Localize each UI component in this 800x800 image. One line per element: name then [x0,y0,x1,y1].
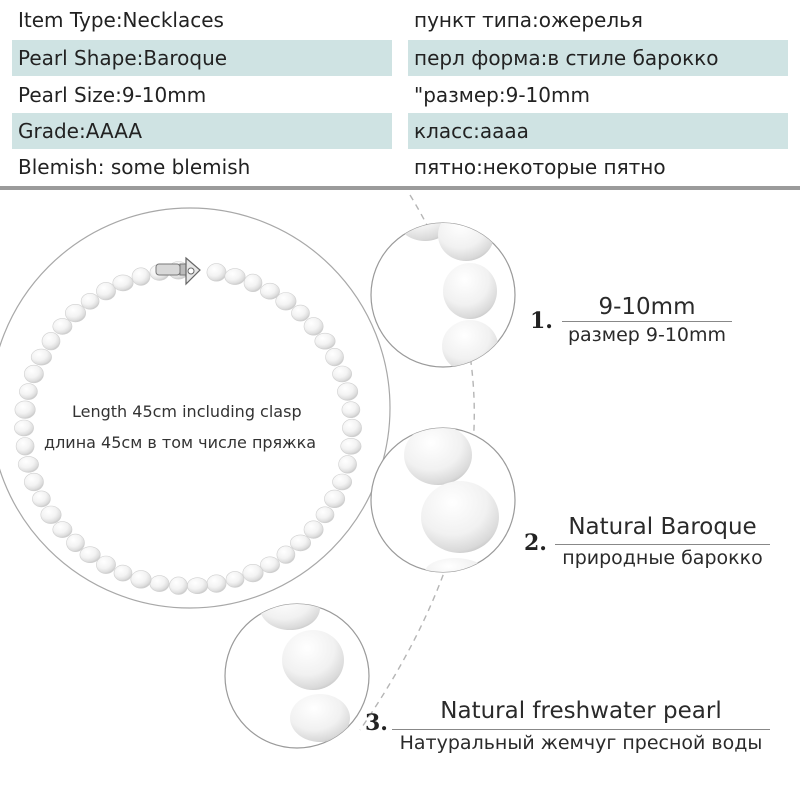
spec-cell-en: Pearl Shape:Baroque [12,40,392,76]
pearl [315,506,335,524]
feature-3-subtitle: Натуральный жемчуг пресной воды [399,732,763,754]
spec-cell-ru: перл форма:в стиле барокко [408,40,788,76]
pearl [338,455,357,474]
pearl [17,456,39,473]
pearl [325,348,344,367]
product-illustration: Length 45cm including clasp длина 45см в… [0,190,800,800]
pearl [289,534,311,552]
pearl [131,267,151,286]
pearl [14,419,34,437]
pearl [324,489,346,509]
pearl [66,533,85,553]
spec-cell-en: Pearl Size:9-10mm [18,83,207,107]
pearl [206,574,227,593]
spec-cell-en: Item Type:Necklaces [18,8,224,32]
pearl [113,564,133,582]
spec-cell-ru: пятно:некоторые пятно [414,155,666,179]
feature-3-divider [392,729,770,730]
pearl [30,348,52,366]
pearl [79,546,101,564]
pearl [332,365,353,383]
pearl [260,282,280,300]
pearl [52,521,73,538]
pearl [303,520,324,539]
pearl [14,400,36,419]
feature-1-title: 9-10mm [598,294,696,320]
pearl [149,575,170,592]
pearl [276,545,296,564]
detail-circle-3 [224,603,370,749]
feature-1-number: 1. [530,308,553,334]
spec-cell-ru: "размер:9-10mm [414,83,590,107]
necklace-length-ru: длина 45см в том числе пряжка [44,433,317,452]
pearl [96,282,116,301]
pearl [342,418,362,438]
pearl [52,318,73,335]
pearl [260,556,280,574]
pearl [242,564,264,583]
pearl-strand [14,261,362,595]
detail-circle-2 [370,427,516,573]
pearl [19,383,38,400]
pearl [225,571,245,588]
detail-circle-1 [370,222,516,368]
pearl [187,577,209,595]
pearl [32,490,51,508]
pearl [169,576,188,595]
pearl [206,263,227,282]
pearl [291,304,310,322]
pearl [275,292,297,311]
pearl [130,570,152,589]
pearl [40,505,62,524]
clasp-icon [155,256,201,286]
pearl [337,382,359,401]
feature-2-subtitle: природные барокко [562,547,763,569]
feature-2-divider [555,544,770,545]
feature-1-subtitle: размер 9-10mm [567,324,727,346]
pearl [24,364,44,384]
pearl [332,473,353,491]
spec-cell-en: Blemish: some blemish [18,155,251,179]
necklace-frame-circle [0,207,391,609]
pearl [41,332,61,351]
feature-2-number: 2. [524,530,547,556]
necklace-length-en: Length 45cm including clasp [72,402,302,421]
pearl [224,268,246,285]
pearl [340,437,362,455]
spec-cell-ru: пункт типа:ожерелья [414,8,643,32]
pearl [112,274,134,292]
spec-cell-ru: класс:аааа [408,113,788,149]
pearl [243,273,263,292]
pearl [303,317,324,336]
spec-table: Item Type:Necklaces пункт типа:ожерелья … [0,0,800,186]
pearl [341,401,361,418]
pearl [65,303,87,323]
necklace-illustration [0,194,516,749]
pearl [80,293,100,310]
pearl [96,555,116,574]
feature-3-number: 3. [365,710,388,736]
pearl [15,437,35,456]
feature-3-title: Natural freshwater pearl [440,698,722,724]
table-divider [0,186,800,190]
spec-cell-en: Grade:AAAA [12,113,392,149]
feature-2-title: Natural Baroque [568,514,757,540]
feature-1-divider [562,321,732,322]
pearl [314,332,336,350]
pearl [24,472,44,492]
